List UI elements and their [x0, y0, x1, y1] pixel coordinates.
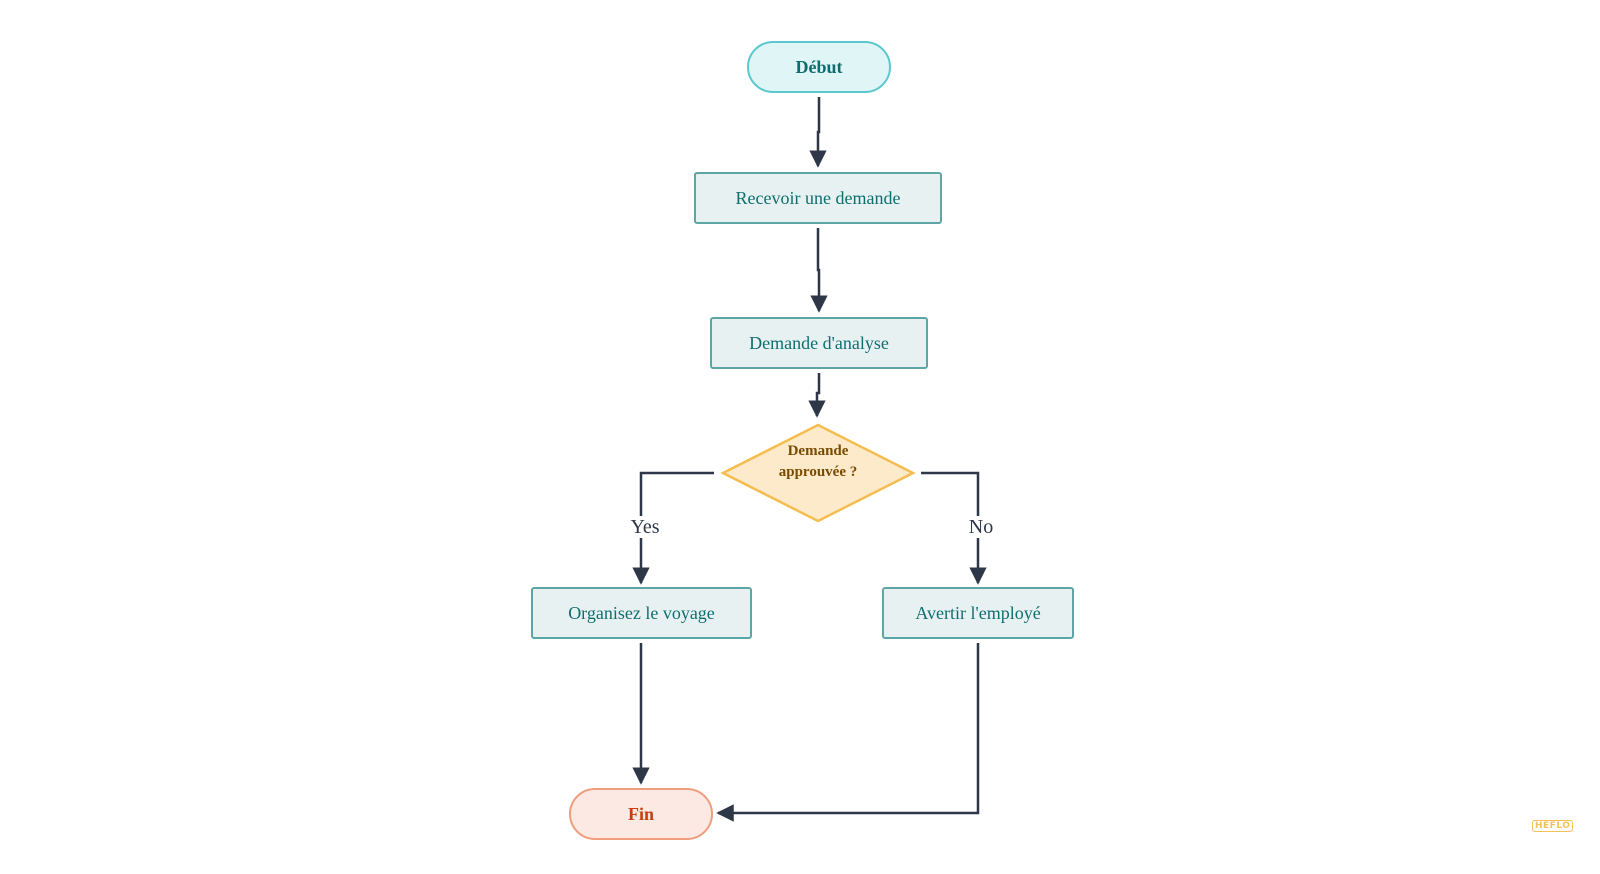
receive-request-node[interactable]: Recevoir une demande — [694, 172, 942, 224]
start-node[interactable]: Début — [747, 41, 891, 93]
connector-receive-to-analyze — [810, 228, 828, 313]
decision-label-line1: Demande — [787, 443, 849, 459]
end-label: Fin — [627, 803, 654, 824]
connector-decision-no — [921, 471, 987, 585]
connector-start-to-receive — [809, 97, 827, 168]
decision-diamond[interactable] — [720, 423, 916, 523]
branch-label-yes: Yes — [628, 516, 662, 538]
receive-request-label: Recevoir une demande — [735, 187, 901, 208]
connector-decision-yes — [632, 471, 714, 585]
organize-trip-node[interactable]: Organisez le voyage — [531, 587, 752, 639]
heflo-logo: HEFLO — [1532, 820, 1574, 832]
decision-label: Demande approuvée ? — [748, 441, 888, 483]
connector-analyze-to-decision — [808, 373, 826, 418]
decision-label-line2: approuvée ? — [778, 464, 858, 480]
branch-label-no: No — [966, 516, 996, 538]
notify-employee-node[interactable]: Avertir l'employé — [882, 587, 1074, 639]
end-node[interactable]: Fin — [569, 788, 713, 840]
organize-trip-label: Organisez le voyage — [568, 602, 715, 623]
connector-notify-to-end — [716, 643, 980, 822]
analyze-request-label: Demande d'analyse — [749, 332, 889, 353]
start-label: Début — [795, 56, 843, 77]
analyze-request-node[interactable]: Demande d'analyse — [710, 317, 928, 369]
notify-employee-label: Avertir l'employé — [915, 602, 1041, 623]
